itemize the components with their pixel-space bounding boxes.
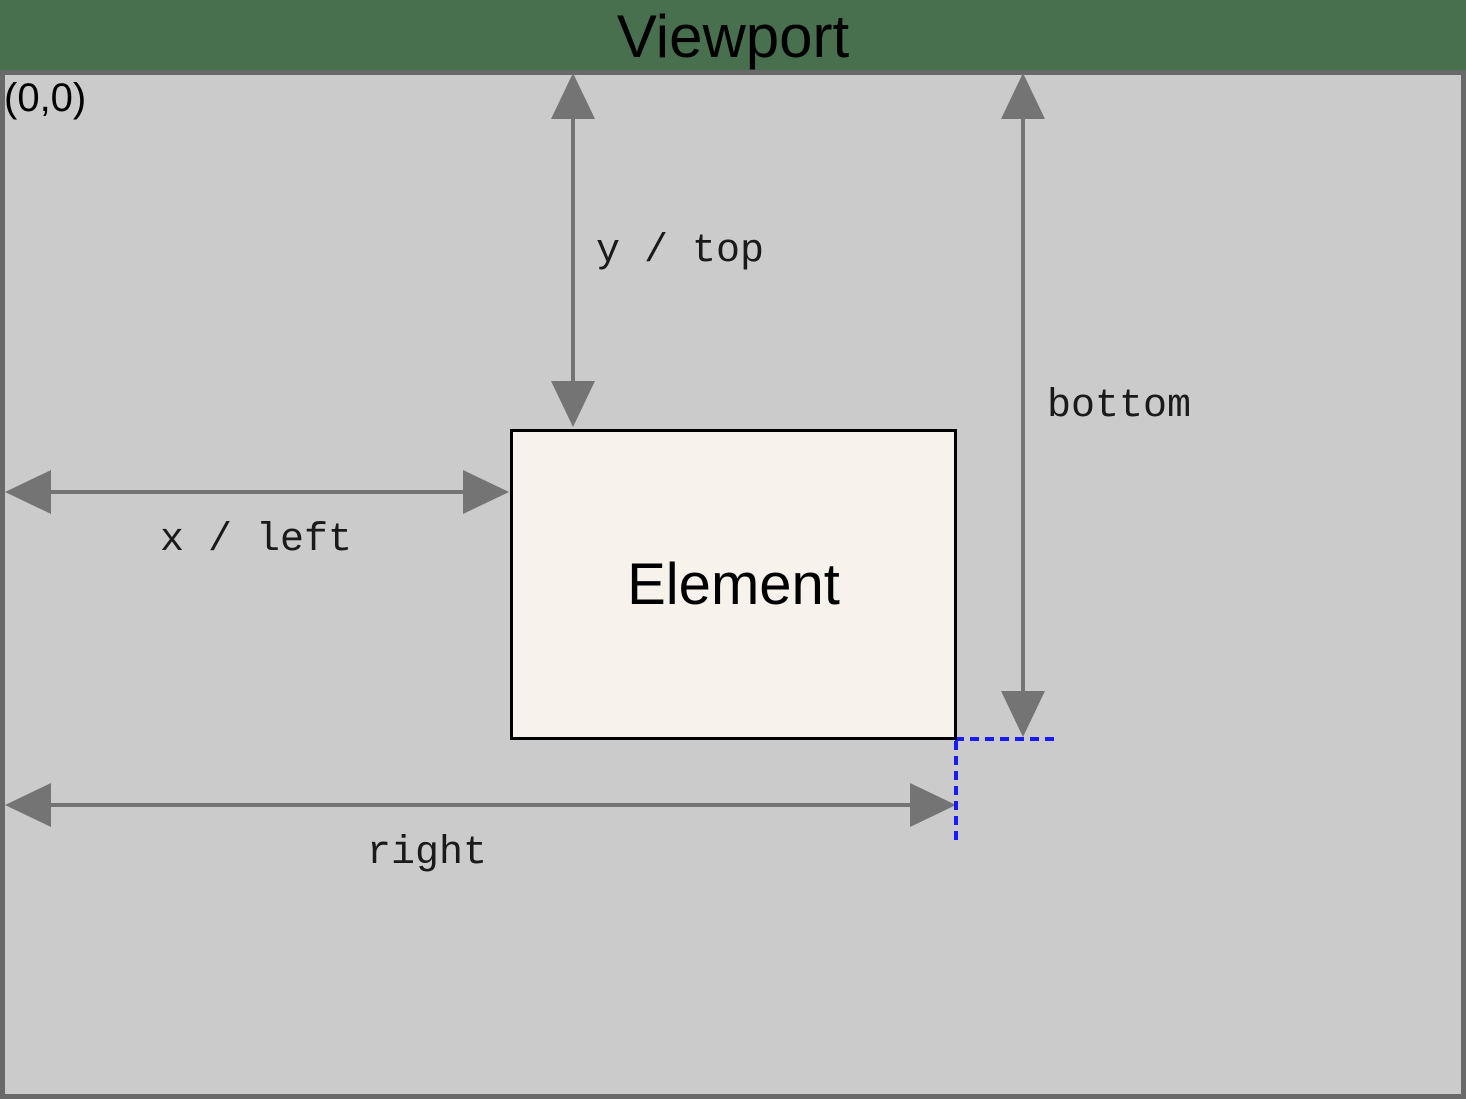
x-left-label: x / left xyxy=(159,518,353,563)
viewport-title-bar: Viewport xyxy=(0,0,1466,70)
y-top-label: y / top xyxy=(595,229,765,274)
viewport-title: Viewport xyxy=(616,3,850,70)
bottom-label: bottom xyxy=(1046,384,1192,429)
element-label: Element xyxy=(627,552,840,617)
origin-label: (0,0) xyxy=(4,76,87,120)
right-label: right xyxy=(366,831,488,876)
element-box: Element xyxy=(510,429,957,740)
